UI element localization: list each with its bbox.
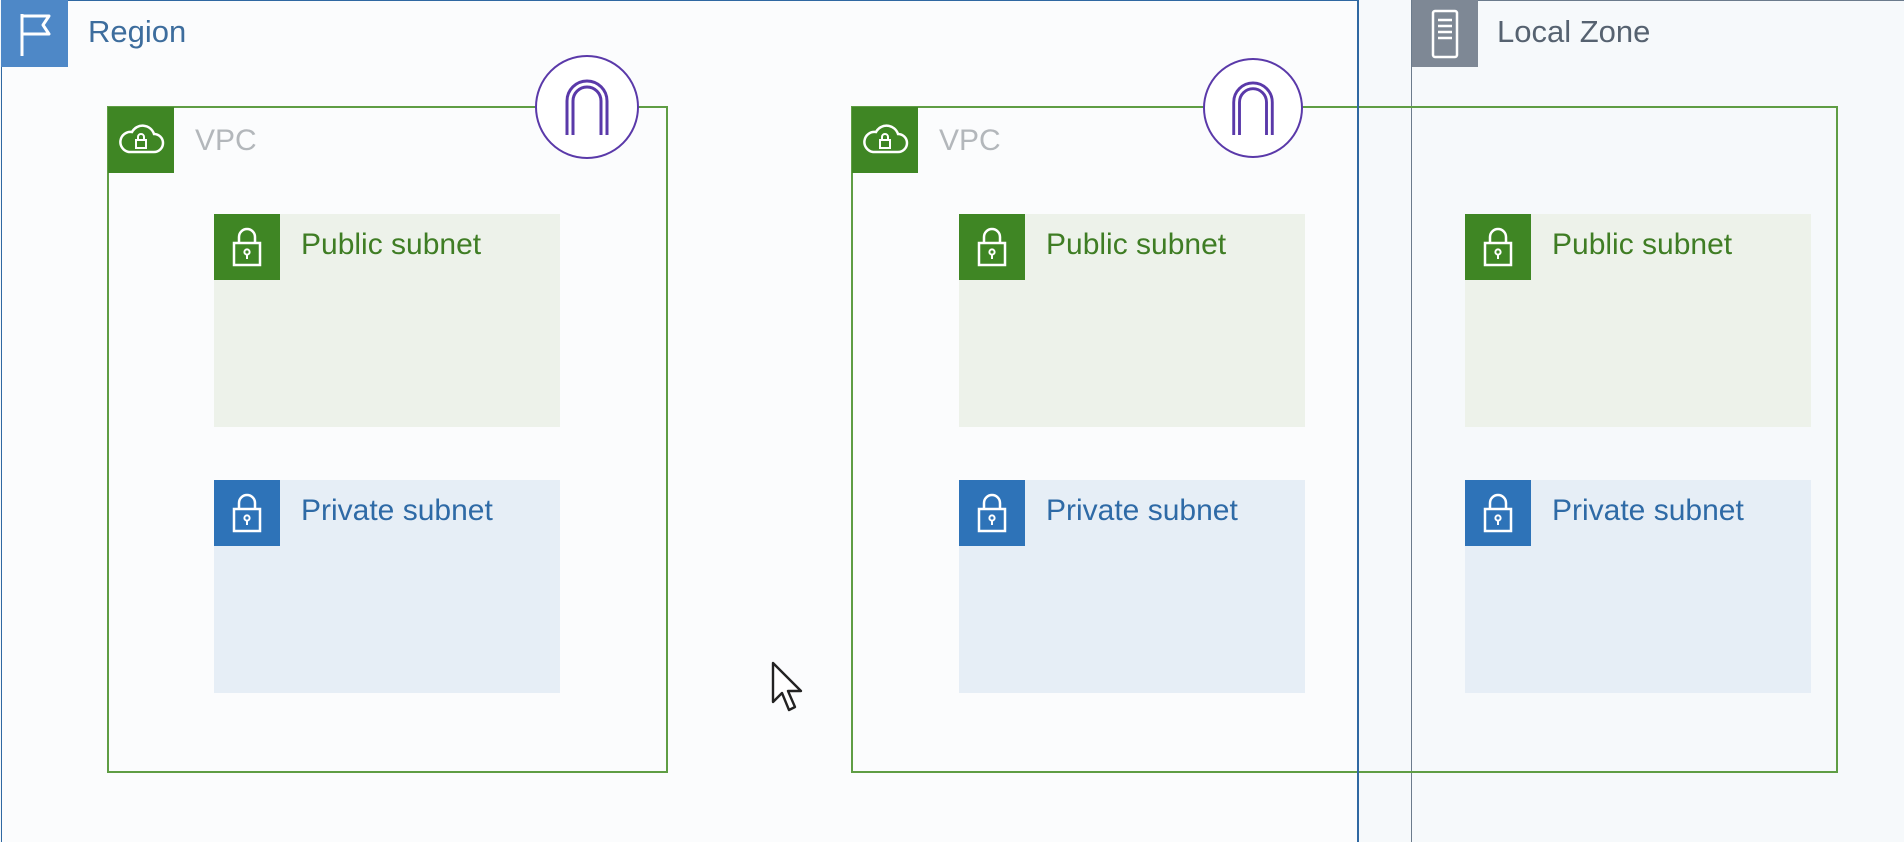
internet-gateway-icon [535,55,639,159]
lock-icon [1465,214,1531,280]
public-subnet-label: Public subnet [301,228,482,261]
vpc-label: VPC [195,124,257,157]
region-label: Region [88,14,187,49]
internet-gateway-icon [1203,58,1303,158]
region-boundary-line [1357,0,1359,842]
lock-icon [959,214,1025,280]
vpc-group-1 [107,106,668,773]
public-subnet-label: Public subnet [1046,228,1227,261]
server-icon [1412,0,1478,67]
vpc-cloud-lock-icon [108,107,174,173]
lock-icon [959,480,1025,546]
vpc-group-2 [851,106,1838,773]
flag-icon [1,0,68,67]
lock-icon [1465,480,1531,546]
lock-icon [214,214,280,280]
vpc-cloud-lock-icon [852,107,918,173]
private-subnet-label: Private subnet [1552,494,1744,527]
private-subnet-label: Private subnet [1046,494,1238,527]
mouse-pointer-icon [770,660,806,719]
lock-icon [214,480,280,546]
vpc-label: VPC [939,124,1001,157]
public-subnet-label: Public subnet [1552,228,1733,261]
private-subnet-label: Private subnet [301,494,493,527]
local-zone-label: Local Zone [1497,14,1651,49]
local-zone-group [1411,0,1904,842]
